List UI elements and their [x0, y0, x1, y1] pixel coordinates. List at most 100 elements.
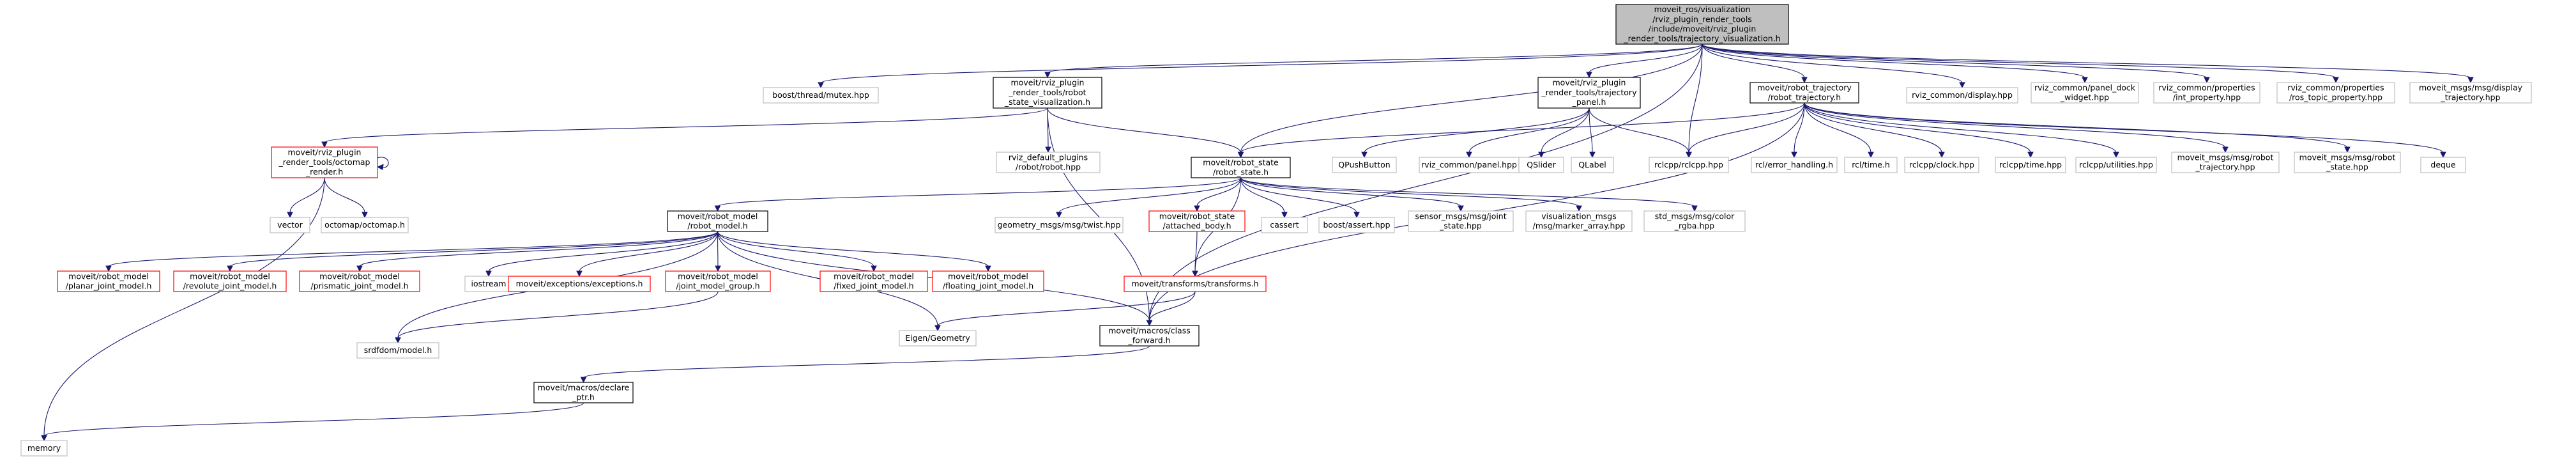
- edge-robot_model-to-prismatic: [356, 231, 719, 272]
- node-label-line: _trajectory.hpp: [2195, 162, 2255, 172]
- node-label-line: moveit/macros/class: [1108, 325, 1190, 335]
- node-deque: deque: [2420, 157, 2466, 173]
- edge-traj_panel-to-rviz_panel: [1466, 107, 1590, 159]
- node-box: [995, 217, 1124, 233]
- node-box: [763, 87, 879, 104]
- node-iostream: iostream: [464, 276, 513, 292]
- edge-octomap_render-to-vector: [287, 177, 325, 219]
- node-exceptions[interactable]: moveit/exceptions/exceptions.h: [508, 276, 651, 292]
- edge-robot_model-to-floating: [717, 231, 991, 272]
- edge-declare_ptr-to-memory: [41, 402, 584, 442]
- edge-joint_group-to-srdf: [395, 291, 719, 344]
- node-revolute[interactable]: moveit/robot_model/revolute_joint_model.…: [173, 270, 287, 292]
- node-label-line: memory: [27, 443, 61, 453]
- edge-robot_state-to-boost_assert: [1240, 177, 1360, 219]
- node-box: [533, 382, 634, 403]
- node-label-line: /robot_state.h: [1213, 168, 1269, 177]
- edge-robot_model-to-fixed: [717, 231, 877, 272]
- node-class-forward[interactable]: moveit/macros/class_forward.h: [1099, 325, 1200, 347]
- node-label-line: /msg/marker_array.hpp: [1533, 221, 1626, 231]
- node-label-line: boost/assert.hpp: [1323, 220, 1390, 230]
- node-robot-state[interactable]: moveit/robot_state/robot_state.h: [1191, 157, 1291, 178]
- node-rcl-time: rcl/time.h: [1844, 157, 1898, 173]
- node-label-line: _forward.h: [1127, 336, 1170, 345]
- node-floating[interactable]: moveit/robot_model/floating_joint_model.…: [932, 270, 1044, 292]
- node-attached-body[interactable]: moveit/robot_state/attached_body.h: [1148, 210, 1246, 232]
- node-rclcpp-utilities: rclcpp/utilities.hpp: [2075, 157, 2157, 173]
- edge-robot_model-to-exceptions: [576, 231, 719, 277]
- edge-robot_state-to-marker_array: [1240, 177, 1582, 212]
- node-label-line: geometry_msgs/msg/twist.hpp: [998, 220, 1121, 230]
- node-label-line: _render_tools/trajectory_visualization.h: [1623, 34, 1780, 43]
- node-box: [1419, 157, 1520, 173]
- node-prismatic[interactable]: moveit/robot_model/prismatic_joint_model…: [299, 270, 420, 292]
- node-root[interactable]: moveit_ros/visualization/rviz_plugin_ren…: [1615, 4, 1789, 45]
- edge-robot_state-to-attached_body: [1194, 177, 1242, 212]
- node-box: [1749, 82, 1859, 104]
- node-box: [1844, 157, 1898, 173]
- node-label-line: rviz_default_plugins: [1009, 152, 1088, 162]
- node-qslider: QSlider: [1518, 157, 1564, 173]
- node-label-line: _render_tools/octomap: [278, 157, 370, 167]
- node-rviz-default-robot: rviz_default_plugins/robot/robot.hpp: [996, 152, 1101, 173]
- node-label-line: sensor_msgs/msg/joint: [1415, 211, 1506, 221]
- edge-robot_trajectory-to-rclcpp_time: [1804, 102, 2034, 159]
- node-label-line: rviz_common/panel.hpp: [1421, 160, 1517, 169]
- edge-root-to-robot_trajectory: [1702, 43, 1808, 84]
- node-label-line: visualization_msgs: [1541, 211, 1616, 221]
- node-box: [665, 270, 771, 292]
- node-label-line: /planar_joint_model.h: [66, 281, 152, 291]
- node-label-line: std_msgs/msg/color: [1655, 211, 1735, 221]
- node-label-line: rviz_common/display.hpp: [1912, 90, 2013, 100]
- node-box: [1906, 87, 2018, 104]
- node-box: [1148, 210, 1246, 232]
- edge-robot_state-to-cassert: [1240, 177, 1288, 219]
- node-box: [1571, 157, 1614, 173]
- edge-root-to-traj_panel: [1586, 43, 1703, 79]
- node-robot-model[interactable]: moveit/robot_model/robot_model.h: [667, 210, 768, 232]
- edge-transforms-to-eigen: [934, 291, 1196, 332]
- node-box: [1318, 217, 1395, 233]
- node-label-line: moveit/macros/declare: [538, 382, 630, 392]
- edge-root-to-ros_topic_property: [1702, 43, 2339, 84]
- node-label-line: moveit/robot_state: [1159, 211, 1235, 221]
- node-label-line: rviz_common/panel_dock: [2034, 82, 2136, 92]
- edge-robot_trajectory-to-rcl_time: [1804, 102, 1874, 159]
- node-box: [1643, 210, 1746, 232]
- edge-robot_trajectory-to-rclcpp_clock: [1804, 102, 1945, 159]
- edge-robot_model-to-revolute: [227, 231, 719, 272]
- node-box: [1751, 157, 1838, 173]
- node-fixed[interactable]: moveit/robot_model/fixed_joint_model.h: [819, 270, 928, 292]
- node-traj-panel[interactable]: moveit/rviz_plugin_render_tools/trajecto…: [1537, 77, 1641, 109]
- node-robot-trajectory[interactable]: moveit/robot_trajectory/robot_trajectory…: [1749, 82, 1859, 104]
- node-box: [1408, 210, 1514, 232]
- node-declare-ptr[interactable]: moveit/macros/declare_ptr.h: [533, 382, 634, 403]
- node-box: [2171, 152, 2280, 173]
- node-box: [1525, 210, 1633, 232]
- node-box: [996, 152, 1101, 173]
- node-label-line: rcl/time.h: [1852, 160, 1890, 169]
- edge-root-to-robot_state_vis: [1044, 43, 1703, 79]
- edge-robot_state-to-twist: [1056, 177, 1242, 219]
- node-label-line: /rviz_plugin_render_tools: [1652, 14, 1752, 24]
- node-label-line: rclcpp/rclcpp.hpp: [1654, 160, 1723, 169]
- node-label-line: rclcpp/utilities.hpp: [2079, 160, 2153, 169]
- node-robot-state-vis[interactable]: moveit/rviz_plugin_render_tools/robot_st…: [993, 77, 1102, 109]
- node-planar[interactable]: moveit/robot_model/planar_joint_model.h: [57, 270, 160, 292]
- node-label-line: rviz_common/properties: [2158, 82, 2255, 92]
- node-transforms[interactable]: moveit/transforms/transforms.h: [1124, 276, 1267, 292]
- edge-attached_body-to-transforms: [1192, 231, 1198, 277]
- node-box: [2294, 152, 2401, 173]
- node-label-line: /robot_model.h: [687, 221, 747, 231]
- node-label-line: /include/moveit/rviz_plugin: [1649, 24, 1757, 34]
- node-label-line: moveit/exceptions/exceptions.h: [516, 279, 643, 288]
- node-label-line: _panel.h: [1572, 97, 1606, 107]
- node-label-line: /int_property.hpp: [2173, 93, 2241, 102]
- node-octomap-render[interactable]: moveit/rviz_plugin_render_tools/octomap_…: [271, 146, 378, 178]
- node-rviz-panel: rviz_common/panel.hpp: [1419, 157, 1520, 173]
- node-label-line: /ros_topic_property.hpp: [2289, 93, 2382, 102]
- node-joint-group[interactable]: moveit/robot_model/joint_model_group.h: [665, 270, 771, 292]
- node-box: [1615, 4, 1789, 45]
- edge-robot_state-to-joint_state: [1240, 177, 1464, 212]
- edge-class_forward-to-declare_ptr: [580, 345, 1150, 384]
